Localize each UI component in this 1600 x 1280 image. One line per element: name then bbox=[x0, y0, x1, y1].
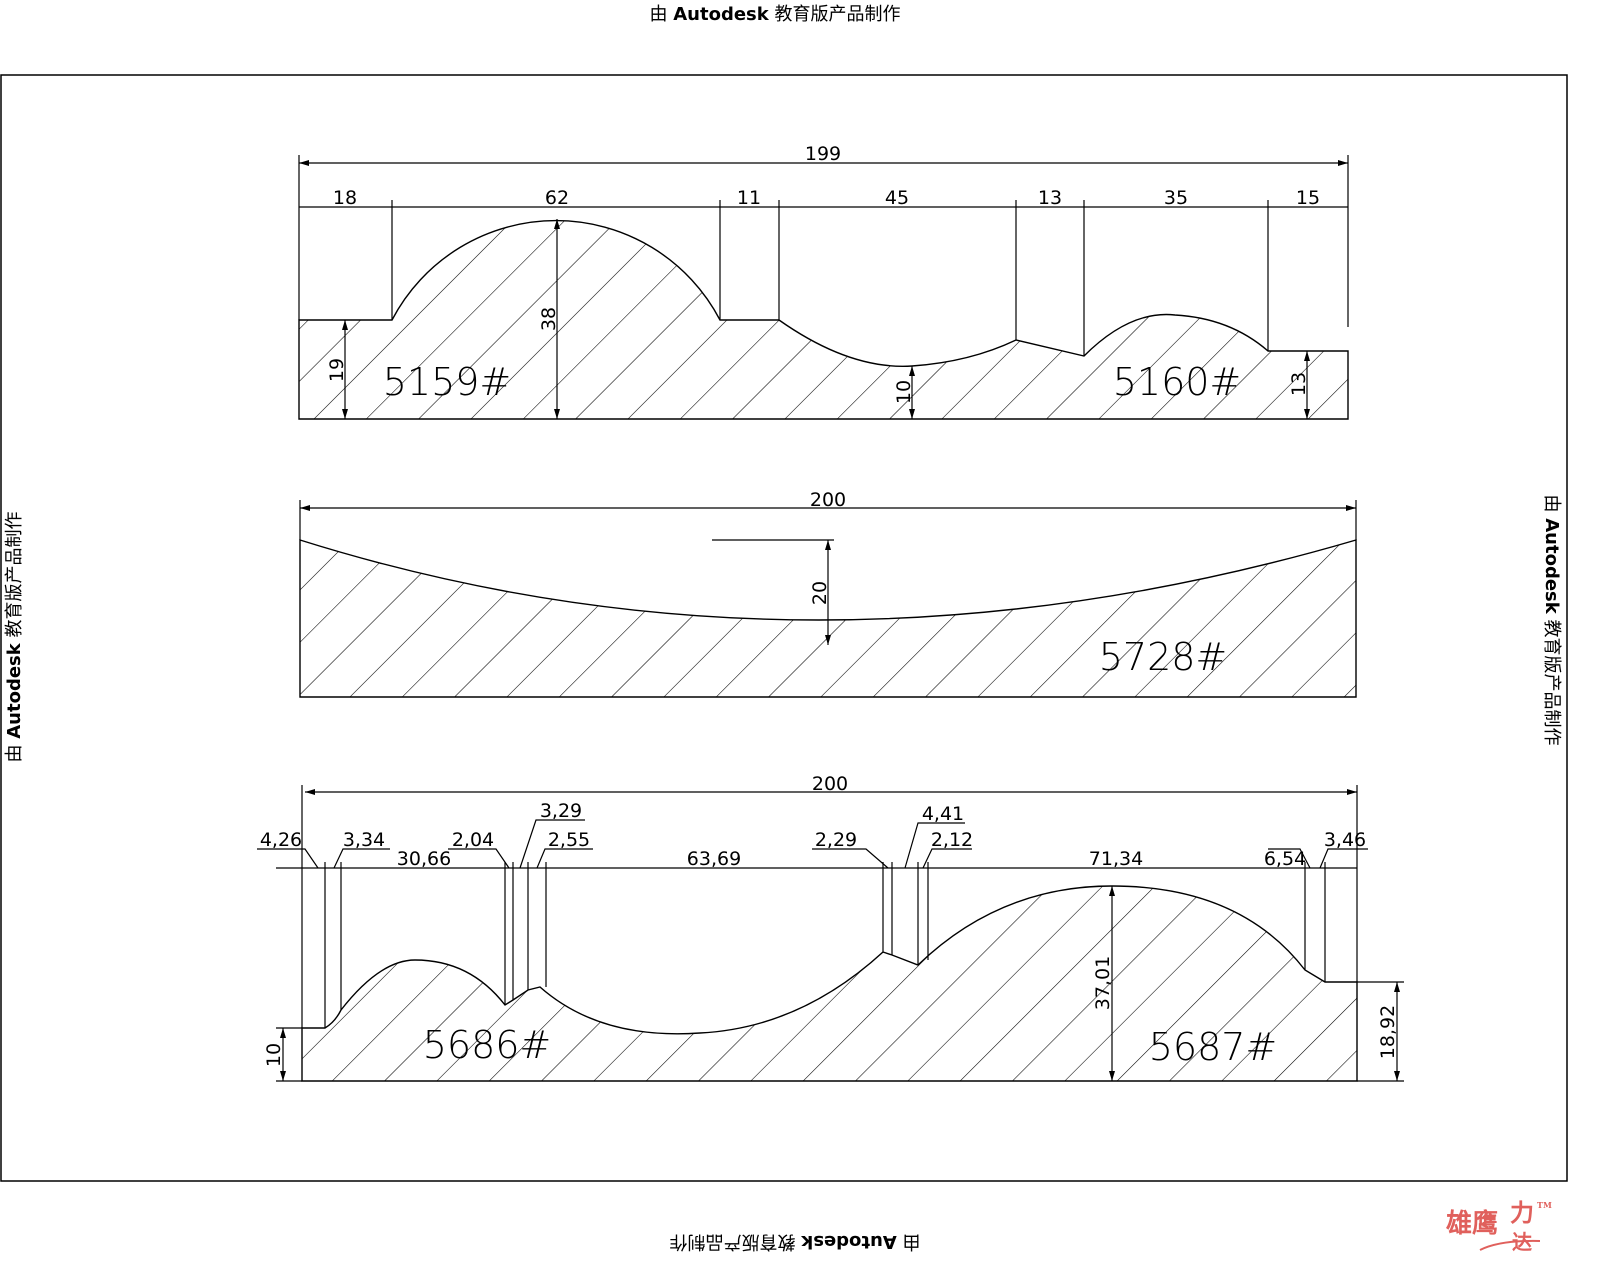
dim-height: 37,01 bbox=[1092, 956, 1114, 1010]
dim-segment: 2,12 bbox=[931, 829, 973, 851]
profile-1: 199 18 62 11 45 13 35 15 19 38 10 13 515… bbox=[298, 143, 1349, 420]
dim-height: 13 bbox=[1288, 372, 1310, 396]
brand-logo: 雄鹰 力 达 TM bbox=[1445, 1198, 1552, 1254]
dim-overall: 200 bbox=[810, 489, 846, 511]
part-label: 5687# bbox=[1149, 1025, 1278, 1069]
dim-segment: 62 bbox=[545, 187, 569, 209]
dim-height: 38 bbox=[538, 307, 560, 331]
dim-overall: 199 bbox=[805, 143, 841, 165]
part-label: 5160# bbox=[1113, 360, 1242, 404]
dim-segment: 3,29 bbox=[540, 800, 582, 822]
dim-segment: 2,29 bbox=[815, 829, 857, 851]
logo-text: 力 bbox=[1510, 1198, 1534, 1227]
part-label: 5728# bbox=[1099, 635, 1228, 679]
part-label: 5686# bbox=[423, 1023, 552, 1067]
dim-segment: 2,04 bbox=[452, 829, 494, 851]
dim-segment: 35 bbox=[1164, 187, 1188, 209]
dim-segment: 2,55 bbox=[548, 829, 590, 851]
logo-swoosh bbox=[1479, 1239, 1541, 1251]
dim-height: 10 bbox=[263, 1043, 285, 1067]
part-label: 5159# bbox=[383, 360, 512, 404]
watermark-right: 由 Autodesk 教育版产品制作 bbox=[1541, 495, 1562, 746]
watermark-top: 由 Autodesk 教育版产品制作 bbox=[650, 4, 901, 25]
dim-segment: 63,69 bbox=[687, 848, 741, 870]
profile-2: 200 20 5728# bbox=[299, 489, 1357, 698]
profile-2-section bbox=[299, 539, 1357, 698]
profile-3: 200 4,26 3,34 30,66 2,04 3,29 2,55 63,69… bbox=[257, 773, 1404, 1082]
logo-text: 雄鹰 bbox=[1445, 1208, 1498, 1239]
dim-segment: 3,46 bbox=[1324, 829, 1366, 851]
logo-tm: TM bbox=[1537, 1200, 1552, 1210]
dim-segment: 13 bbox=[1038, 187, 1062, 209]
dim-height: 18,92 bbox=[1377, 1005, 1399, 1059]
dim-overall: 200 bbox=[812, 773, 848, 795]
drawing-frame bbox=[0, 74, 1568, 1182]
dim-segment: 11 bbox=[737, 187, 761, 209]
dim-segment: 3,34 bbox=[343, 829, 385, 851]
watermark-left: 由 Autodesk 教育版产品制作 bbox=[4, 512, 25, 763]
dim-height: 19 bbox=[326, 358, 348, 382]
profile-1-section bbox=[298, 219, 1349, 420]
dim-depth: 20 bbox=[809, 581, 831, 605]
dim-segment: 4,41 bbox=[922, 803, 964, 825]
dim-segment: 4,26 bbox=[260, 829, 302, 851]
dim-segment: 45 bbox=[885, 187, 909, 209]
watermark-bottom: 由 Autodesk 教育版产品制作 bbox=[670, 1231, 921, 1252]
profile-3-section bbox=[301, 885, 1358, 1082]
dim-height: 10 bbox=[893, 380, 915, 404]
dim-segment: 6,54 bbox=[1264, 848, 1306, 870]
dim-segment: 71,34 bbox=[1089, 848, 1143, 870]
dim-segment: 15 bbox=[1296, 187, 1320, 209]
dim-segment: 30,66 bbox=[397, 848, 451, 870]
dim-segment: 18 bbox=[333, 187, 357, 209]
